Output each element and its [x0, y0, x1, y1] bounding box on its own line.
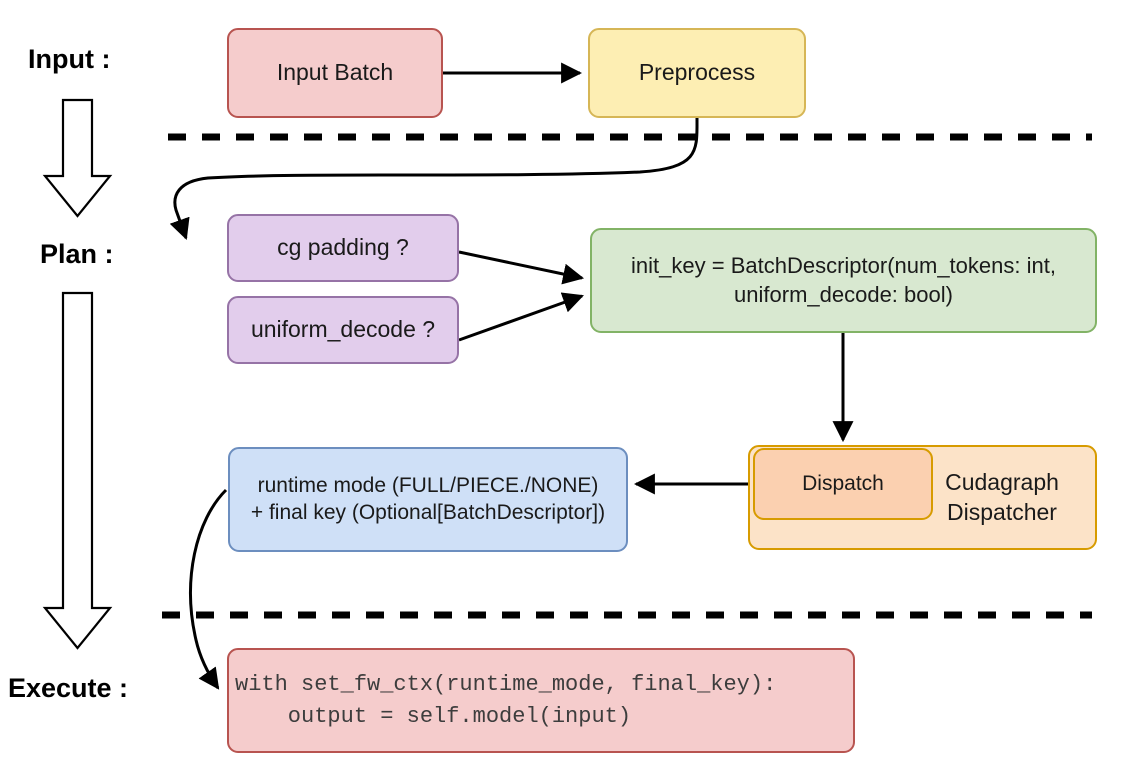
node-exec-code-text: with set_fw_ctx(runtime_mode, final_key)… — [235, 671, 777, 729]
node-uniform-decode-label: uniform_decode ? — [250, 316, 436, 343]
node-init-key-line2: uniform_decode: bool) — [734, 281, 953, 307]
node-runtime-mode-line1: runtime mode (FULL/PIECE./NONE) — [257, 473, 599, 497]
edge-runtime-mode-to-exec-code — [189, 488, 228, 690]
node-runtime-mode[interactable]: runtime mode (FULL/PIECE./NONE) + final … — [228, 447, 628, 552]
node-exec-code[interactable]: with set_fw_ctx(runtime_mode, final_key)… — [227, 648, 855, 753]
node-init-key[interactable]: init_key = BatchDescriptor(num_tokens: i… — [590, 228, 1097, 333]
node-cudagraph-dispatcher-line2: Dispatcher — [947, 498, 1057, 525]
stage-label-plan: Plan : — [40, 239, 114, 269]
node-uniform-decode[interactable]: uniform_decode ? — [227, 296, 459, 364]
node-cg-padding-label: cg padding ? — [277, 234, 409, 261]
stage-label-input: Input : — [28, 44, 111, 74]
node-init-key-line1: init_key = BatchDescriptor(num_tokens: i… — [631, 253, 1056, 279]
stage-label-execute: Execute : — [8, 673, 129, 703]
edge-uniform-decode-to-init-key — [458, 292, 584, 342]
node-input-batch-label: Input Batch — [276, 59, 394, 86]
node-runtime-mode-label: runtime mode (FULL/PIECE./NONE) + final … — [231, 473, 625, 527]
node-input-batch[interactable]: Input Batch — [227, 28, 443, 118]
node-dispatch[interactable]: Dispatch — [753, 448, 933, 520]
node-preprocess[interactable]: Preprocess — [588, 28, 806, 118]
node-cudagraph-dispatcher-line1: Cudagraph — [945, 469, 1059, 496]
node-dispatch-label: Dispatch — [802, 471, 884, 495]
node-init-key-label: init_key = BatchDescriptor(num_tokens: i… — [611, 252, 1076, 308]
node-preprocess-label: Preprocess — [638, 59, 756, 86]
node-cudagraph-dispatcher-label: Cudagraph Dispatcher — [917, 468, 1087, 527]
plan-to-execute-arrow — [42, 291, 113, 650]
node-runtime-mode-line2: + final key (Optional[BatchDescriptor]) — [250, 500, 606, 524]
node-cg-padding[interactable]: cg padding ? — [227, 214, 459, 282]
input-to-plan-arrow — [42, 98, 113, 218]
edge-cg-padding-to-init-key — [458, 250, 585, 285]
